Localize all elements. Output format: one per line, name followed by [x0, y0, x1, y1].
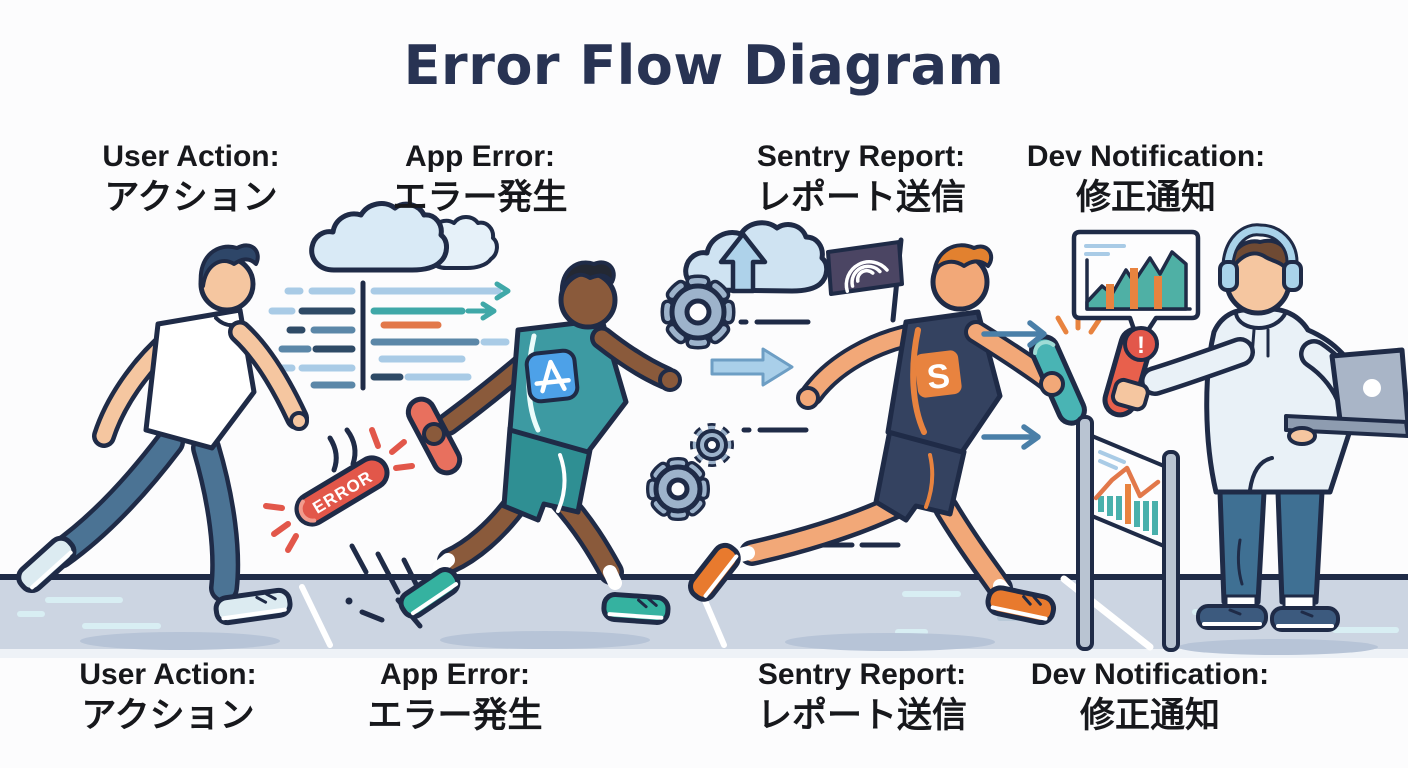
- stage-label-bottom-app-error: App Error: エラー発生: [275, 657, 635, 737]
- stage-label-en: Dev Notification:: [1030, 658, 1270, 691]
- headphones-icon: [1218, 223, 1303, 292]
- stage-label-ja: エラー発生: [392, 178, 568, 217]
- code-lines-icon: [268, 280, 511, 391]
- upload-cloud-icon: [683, 220, 830, 294]
- stage-label-top-sentry-report: Sentry Report: レポート送信: [681, 139, 1041, 219]
- stage-label-en: Sentry Report:: [756, 140, 966, 173]
- stage-label-bottom-dev-notification: Dev Notification: 修正通知: [970, 657, 1330, 737]
- stage-label-ja: アクション: [81, 696, 255, 735]
- stage-label-ja: 修正通知: [1075, 178, 1216, 217]
- stage-label-bottom-sentry-report: Sentry Report: レポート送信: [682, 657, 1042, 737]
- runner-app: [398, 260, 682, 625]
- stage-label-top-app-error: App Error: エラー発生: [300, 139, 660, 219]
- stage-label-en: App Error:: [380, 658, 530, 691]
- gear-icon: [660, 274, 736, 350]
- stage-label-en: User Action:: [102, 140, 280, 173]
- sentry-badge: S: [914, 350, 962, 398]
- laptop-icon: [1284, 347, 1408, 446]
- app-store-badge: [524, 348, 580, 404]
- stage-label-ja: エラー発生: [367, 696, 543, 735]
- banner-chart-stand: [1076, 415, 1180, 652]
- stage-label-en: Dev Notification:: [1026, 140, 1266, 173]
- stage-label-en: Sentry Report:: [757, 658, 967, 691]
- stage-label-ja: アクション: [104, 178, 278, 217]
- runner-shadows: [80, 631, 1378, 655]
- handoff-arrows: [981, 320, 1047, 450]
- stage-label-ja: レポート送信: [755, 178, 966, 217]
- impact-sparks: [263, 427, 415, 553]
- runner-user: [16, 243, 309, 626]
- runner-sentry: S: [688, 237, 1087, 626]
- stage-label-ja: 修正通知: [1079, 696, 1220, 735]
- flow-arrow-icon: [710, 347, 794, 387]
- stage-label-top-dev-notification: Dev Notification: 修正通知: [966, 139, 1326, 219]
- developer: [1110, 223, 1408, 632]
- stage-label-top-user-action: User Action: アクション: [11, 139, 371, 219]
- cloud-icon: [309, 201, 499, 273]
- stage-label-en: User Action:: [79, 658, 257, 691]
- gear-icon: [646, 457, 710, 521]
- alert-mark: !: [1137, 332, 1145, 359]
- sentry-badge-letter: S: [925, 357, 952, 397]
- alert-icon: !: [1123, 326, 1159, 362]
- stage-label-bottom-user-action: User Action: アクション: [0, 657, 348, 737]
- gear-icon: [690, 423, 734, 467]
- sentry-flag-icon: [826, 237, 904, 323]
- page-title: Error Flow Diagram: [403, 34, 1005, 97]
- stage-label-ja: レポート送信: [756, 696, 967, 735]
- stage-label-en: App Error:: [405, 140, 555, 173]
- banner-chart-icon: [1093, 450, 1161, 535]
